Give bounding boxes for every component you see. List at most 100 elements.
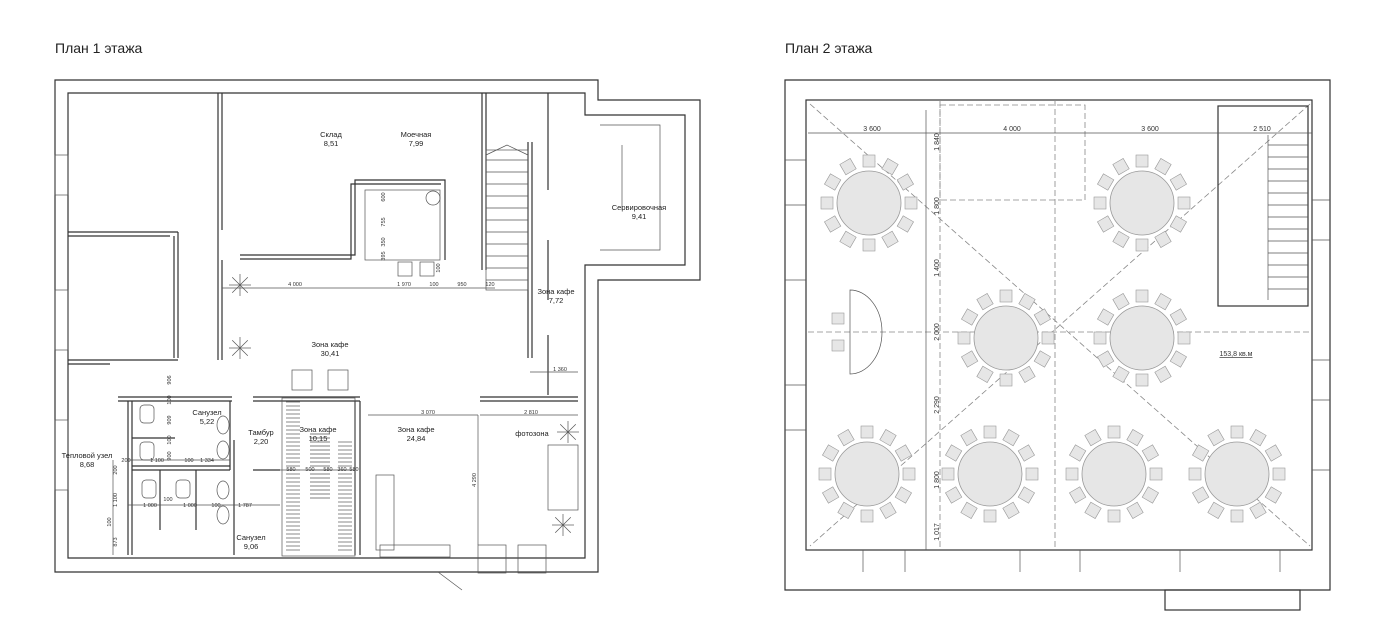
dimension: 500 bbox=[305, 467, 314, 473]
round-table bbox=[1065, 425, 1163, 523]
chair bbox=[1141, 486, 1159, 504]
chair bbox=[1107, 425, 1121, 439]
chair bbox=[1112, 365, 1130, 383]
dimension: 1 840 bbox=[934, 133, 941, 151]
dimension: 4 000 bbox=[288, 282, 302, 288]
chair bbox=[1230, 509, 1244, 523]
dimension: 100 bbox=[211, 503, 220, 509]
chair bbox=[1149, 467, 1163, 481]
chair bbox=[1249, 429, 1267, 447]
chair bbox=[945, 444, 963, 462]
chair bbox=[999, 373, 1013, 387]
chair bbox=[818, 467, 832, 481]
table-top bbox=[834, 441, 900, 507]
dimension: 395 bbox=[381, 251, 387, 260]
window bbox=[54, 419, 69, 491]
chair bbox=[1112, 230, 1130, 248]
dimension: 2 000 bbox=[934, 323, 941, 341]
chair bbox=[1107, 509, 1121, 523]
chair bbox=[1069, 444, 1087, 462]
dimension: 2 510 bbox=[1253, 126, 1271, 133]
dimension: 900 bbox=[167, 451, 173, 460]
chair bbox=[957, 331, 971, 345]
room-area: 7,99 bbox=[409, 139, 424, 148]
dimension: 100 bbox=[436, 263, 442, 272]
chair bbox=[839, 158, 857, 176]
dimension: 100 bbox=[429, 282, 438, 288]
banquet-tables bbox=[818, 154, 1286, 523]
chair bbox=[1084, 501, 1102, 519]
plan2-inner-wall bbox=[805, 99, 1313, 551]
room-area: 8,68 bbox=[80, 460, 95, 469]
dimension-labels: 4 000 1 970 100 950 120 600 755 350 395 … bbox=[107, 192, 567, 546]
chair bbox=[976, 293, 994, 311]
plant-icon bbox=[557, 421, 579, 443]
chair bbox=[881, 158, 899, 176]
chair bbox=[820, 196, 834, 210]
chair bbox=[1154, 230, 1172, 248]
room-area: 9,41 bbox=[632, 212, 647, 221]
dimension: 1 400 bbox=[934, 259, 941, 277]
dimension: 906 bbox=[167, 375, 173, 384]
chair bbox=[860, 425, 874, 439]
dimension: 755 bbox=[381, 217, 387, 226]
dimension: 1 017 bbox=[934, 523, 941, 541]
room-area: 9,06 bbox=[244, 542, 259, 551]
chair bbox=[1141, 444, 1159, 462]
window bbox=[54, 289, 69, 351]
partition bbox=[217, 93, 223, 360]
chair bbox=[1177, 196, 1191, 210]
dimension: 1 100 bbox=[113, 493, 119, 507]
plan1-drawing: Склад 8,51 Моечная 7,99 Сервировочная 9,… bbox=[54, 79, 701, 591]
round-table bbox=[818, 425, 916, 523]
dimension: 2 810 bbox=[524, 410, 538, 416]
dimension: 100 bbox=[163, 497, 172, 503]
chair bbox=[960, 429, 978, 447]
dimension: 100 bbox=[184, 458, 193, 464]
chair bbox=[1017, 444, 1035, 462]
chair bbox=[983, 509, 997, 523]
chair bbox=[1033, 308, 1051, 326]
chair bbox=[824, 215, 842, 233]
reception-desk bbox=[849, 289, 883, 375]
dimension: 909 bbox=[167, 415, 173, 424]
dimension: 360 bbox=[337, 467, 346, 473]
chair bbox=[999, 289, 1013, 303]
chair bbox=[824, 173, 842, 191]
chair bbox=[1177, 331, 1191, 345]
chair bbox=[1264, 486, 1282, 504]
room-name: фотозона bbox=[515, 429, 549, 438]
room-area: 10,15 bbox=[309, 434, 328, 443]
chair bbox=[1135, 238, 1149, 252]
stairs-plan2 bbox=[1217, 105, 1309, 307]
chair bbox=[1018, 365, 1036, 383]
chair bbox=[1135, 289, 1149, 303]
chair bbox=[1084, 429, 1102, 447]
round-table bbox=[820, 154, 918, 252]
plant-icon bbox=[229, 337, 251, 359]
dimension: 3 070 bbox=[421, 410, 435, 416]
round-table bbox=[1188, 425, 1286, 523]
chair bbox=[896, 215, 914, 233]
chair bbox=[1033, 350, 1051, 368]
chair bbox=[1112, 158, 1130, 176]
chair bbox=[1135, 373, 1149, 387]
dimension: 580 bbox=[349, 467, 358, 473]
dimension: 1 800 bbox=[934, 471, 941, 489]
chair bbox=[1002, 501, 1020, 519]
chair bbox=[1097, 215, 1115, 233]
room-name: Зона кафе bbox=[299, 425, 336, 434]
dimension: 1 000 bbox=[143, 503, 157, 509]
chair bbox=[1126, 429, 1144, 447]
dimension: 580 bbox=[323, 467, 332, 473]
chair bbox=[904, 196, 918, 210]
dimension: 580 bbox=[286, 467, 295, 473]
chair bbox=[894, 486, 912, 504]
chair bbox=[837, 429, 855, 447]
chair bbox=[1097, 173, 1115, 191]
chair bbox=[862, 154, 876, 168]
chair bbox=[896, 173, 914, 191]
chair bbox=[1097, 350, 1115, 368]
chair bbox=[976, 365, 994, 383]
